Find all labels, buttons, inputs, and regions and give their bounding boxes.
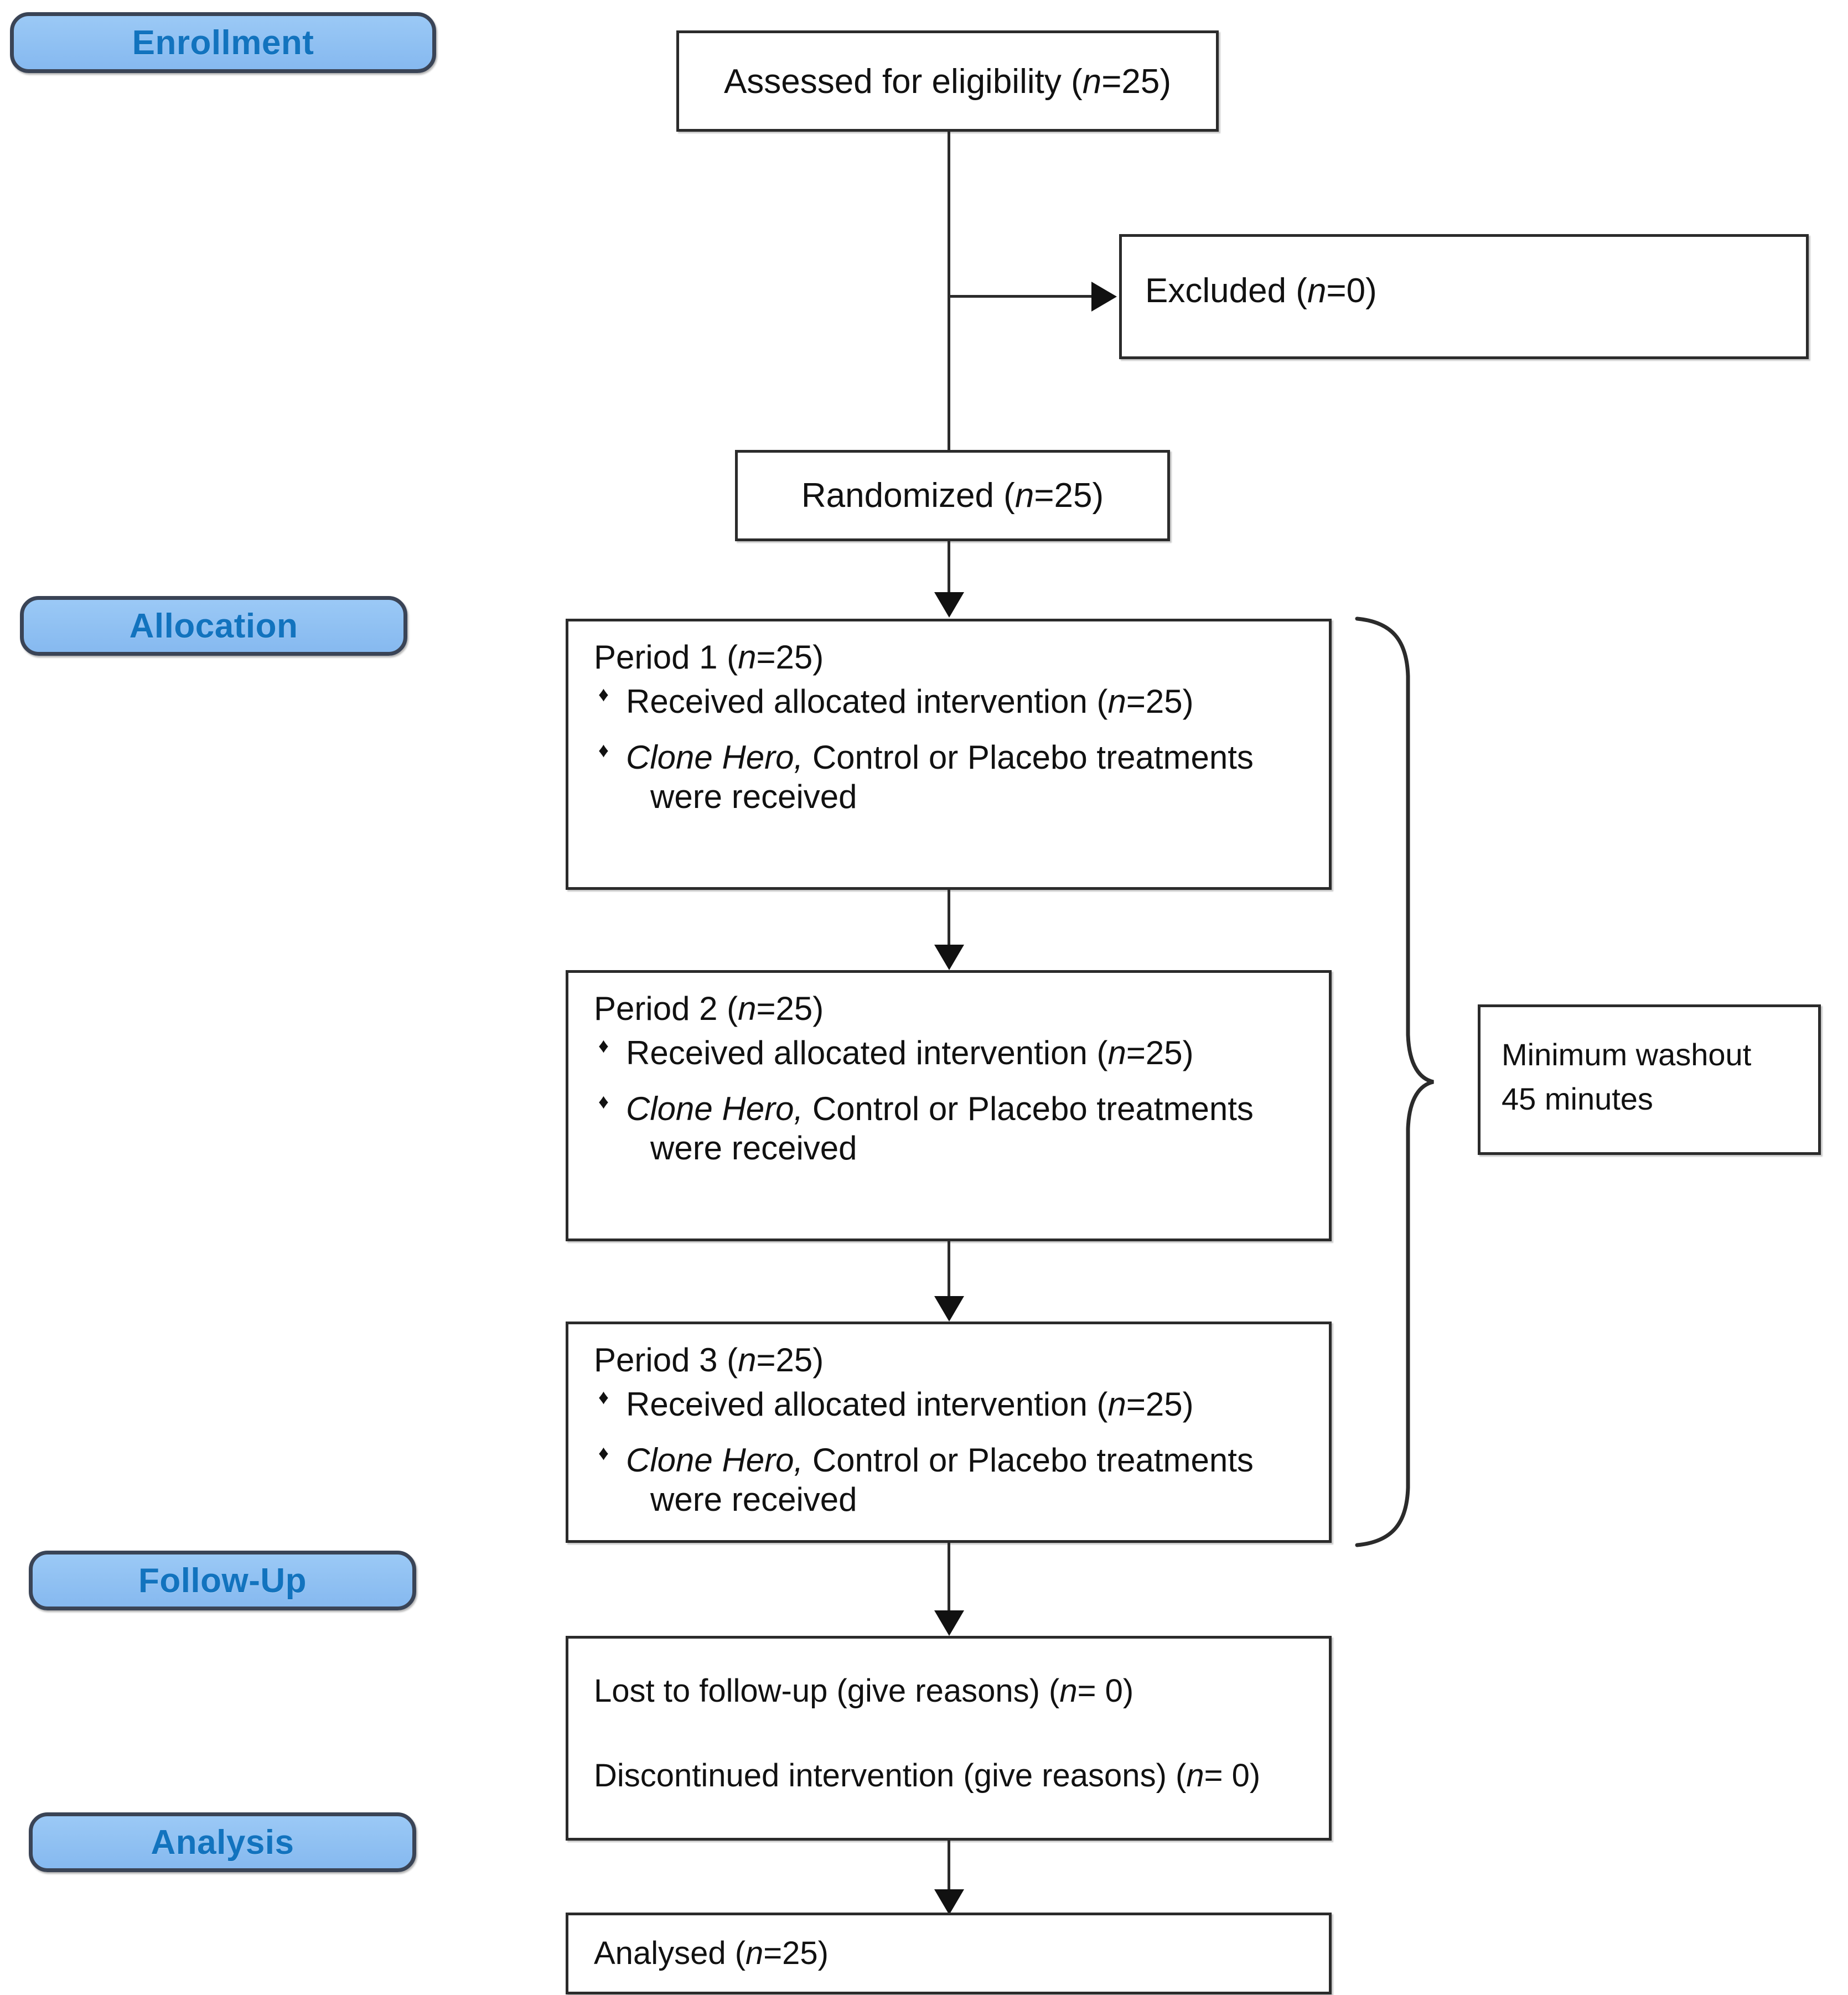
diamond-bullet-icon: ♦ (598, 1089, 609, 1113)
randomized-text-suffix: =25) (1034, 476, 1104, 515)
stage-badge-enrollment: Enrollment (10, 12, 436, 73)
diamond-bullet-icon: ♦ (598, 738, 609, 761)
period-2-bullet-item-2: ♦ Clone Hero, Control or Placebo treatme… (594, 1090, 1312, 1168)
box-followup-losses: Lost to follow-up (give reasons) (n= 0) … (566, 1636, 1332, 1841)
analysed-text-prefix: Analysed ( (594, 1935, 746, 1971)
period-1-bullet-1-suffix: =25) (1126, 683, 1194, 720)
box-analysed: Analysed (n=25) (566, 1913, 1332, 1994)
period-2-bullet-1-suffix: =25) (1126, 1034, 1194, 1071)
connector-period3-to-followup (948, 1543, 950, 1614)
stage-badge-followup: Follow-Up (29, 1551, 416, 1610)
stage-badge-followup-label: Follow-Up (138, 1561, 307, 1600)
stage-badge-analysis-label: Analysis (151, 1823, 294, 1862)
period-1-bullet-1-prefix: Received allocated intervention ( (626, 683, 1108, 720)
connector-randomized-to-period1 (948, 541, 950, 594)
period-3-bullet-2-rest: Control or Placebo treatments (803, 1441, 1254, 1479)
period-3-bullet-1-prefix: Received allocated intervention ( (626, 1386, 1108, 1423)
washout-brace (1345, 614, 1445, 1550)
period-3-bullet-item-2: ♦ Clone Hero, Control or Placebo treatme… (594, 1441, 1312, 1520)
period-2-bullet-2-continuation: were received (650, 1129, 857, 1167)
stage-badge-analysis: Analysis (29, 1812, 416, 1872)
period-3-title: Period 3 (n=25) (594, 1341, 824, 1379)
diamond-bullet-icon: ♦ (598, 1034, 609, 1057)
period-2-title-prefix: Period 2 ( (594, 990, 738, 1027)
followup-line-1-italic-n: n (1059, 1673, 1078, 1709)
arrowhead-to-followup (934, 1610, 964, 1636)
arrowhead-to-excluded (1091, 282, 1117, 312)
randomized-text-prefix: Randomized ( (801, 476, 1015, 515)
connector-period2-to-period3 (948, 1241, 950, 1299)
excluded-text-prefix: Excluded ( (1145, 272, 1307, 310)
arrowhead-to-period3 (934, 1296, 964, 1322)
box-assessed-for-eligibility: Assessed for eligibility (n=25) (676, 30, 1219, 132)
period-2-bullet-item-1: ♦ Received allocated intervention (n=25) (594, 1034, 1312, 1073)
arrowhead-to-analysed (934, 1889, 964, 1915)
followup-line-2-italic-n: n (1186, 1757, 1204, 1794)
box-excluded: Excluded (n=0) (1119, 234, 1809, 359)
arrowhead-to-period1 (934, 592, 964, 618)
period-1-title: Period 1 (n=25) (594, 638, 824, 676)
connector-assessed-to-randomized (948, 132, 950, 450)
connector-period1-to-period2 (948, 890, 950, 948)
period-1-bullet-2-italic-lead: Clone Hero, (626, 738, 804, 776)
excluded-text-suffix: =0) (1326, 272, 1377, 310)
stage-badge-allocation-label: Allocation (129, 607, 298, 645)
period-1-bullet-2-continuation: were received (650, 778, 857, 815)
followup-line-2: Discontinued intervention (give reasons)… (594, 1758, 1316, 1795)
box-period-3: Period 3 (n=25) ♦ Received allocated int… (566, 1322, 1332, 1543)
followup-line-2-suffix: = 0) (1204, 1757, 1261, 1794)
followup-line-2-prefix: Discontinued intervention (give reasons)… (594, 1757, 1187, 1794)
box-minimum-washout: Minimum washout 45 minutes (1478, 1004, 1821, 1155)
period-2-bullet-2-italic-lead: Clone Hero, (626, 1090, 804, 1127)
period-3-title-suffix: =25) (756, 1341, 824, 1379)
washout-brace-svg (1355, 616, 1434, 1547)
period-1-bullet-list: ♦ Received allocated intervention (n=25)… (594, 682, 1312, 833)
period-1-bullet-item-2: ♦ Clone Hero, Control or Placebo treatme… (594, 738, 1312, 817)
period-2-bullet-list: ♦ Received allocated intervention (n=25)… (594, 1034, 1312, 1184)
arrowhead-to-period2 (934, 945, 964, 970)
excluded-text-italic-n: n (1307, 272, 1327, 310)
period-2-title: Period 2 (n=25) (594, 989, 824, 1028)
analysed-text-suffix: =25) (763, 1935, 829, 1971)
period-3-bullet-list: ♦ Received allocated intervention (n=25)… (594, 1385, 1312, 1536)
diamond-bullet-icon: ♦ (598, 1440, 609, 1464)
period-3-title-italic-n: n (738, 1341, 757, 1379)
diamond-bullet-icon: ♦ (598, 1385, 609, 1408)
connector-assessed-to-excluded (948, 295, 1101, 298)
box-period-2: Period 2 (n=25) ♦ Received allocated int… (566, 970, 1332, 1241)
stage-badge-allocation: Allocation (20, 596, 407, 656)
washout-line-2: 45 minutes (1502, 1081, 1653, 1116)
period-1-title-prefix: Period 1 ( (594, 639, 738, 676)
followup-line-1-suffix: = 0) (1077, 1673, 1134, 1709)
analysed-text-italic-n: n (746, 1935, 764, 1971)
diamond-bullet-icon: ♦ (598, 682, 609, 706)
period-2-bullet-1-italic-n: n (1107, 1034, 1126, 1071)
assessed-text-italic-n: n (1082, 63, 1102, 101)
washout-line-1: Minimum washout (1502, 1037, 1752, 1072)
period-3-title-prefix: Period 3 ( (594, 1341, 738, 1379)
period-2-bullet-1-prefix: Received allocated intervention ( (626, 1034, 1108, 1071)
box-randomized: Randomized (n=25) (735, 450, 1170, 541)
assessed-text-suffix: =25) (1101, 63, 1172, 101)
period-1-bullet-1-italic-n: n (1107, 683, 1126, 720)
period-3-bullet-1-italic-n: n (1107, 1386, 1126, 1423)
period-2-bullet-2-rest: Control or Placebo treatments (803, 1090, 1254, 1127)
period-1-title-italic-n: n (738, 639, 757, 676)
box-period-1: Period 1 (n=25) ♦ Received allocated int… (566, 619, 1332, 890)
period-1-bullet-item-1: ♦ Received allocated intervention (n=25) (594, 682, 1312, 722)
connector-followup-to-analysed (948, 1841, 950, 1892)
period-3-bullet-2-italic-lead: Clone Hero, (626, 1441, 804, 1479)
period-3-bullet-2-continuation: were received (650, 1480, 857, 1518)
assessed-text-prefix: Assessed for eligibility ( (723, 63, 1083, 101)
stage-badge-enrollment-label: Enrollment (132, 23, 314, 62)
period-2-title-italic-n: n (738, 990, 757, 1027)
period-1-bullet-2-rest: Control or Placebo treatments (803, 738, 1254, 776)
period-3-bullet-item-1: ♦ Received allocated intervention (n=25) (594, 1385, 1312, 1424)
period-2-title-suffix: =25) (756, 990, 824, 1027)
randomized-text-italic-n: n (1014, 476, 1034, 515)
followup-line-1-prefix: Lost to follow-up (give reasons) ( (594, 1673, 1060, 1709)
period-3-bullet-1-suffix: =25) (1126, 1386, 1194, 1423)
period-1-title-suffix: =25) (756, 639, 824, 676)
followup-line-1: Lost to follow-up (give reasons) (n= 0) (594, 1673, 1316, 1710)
